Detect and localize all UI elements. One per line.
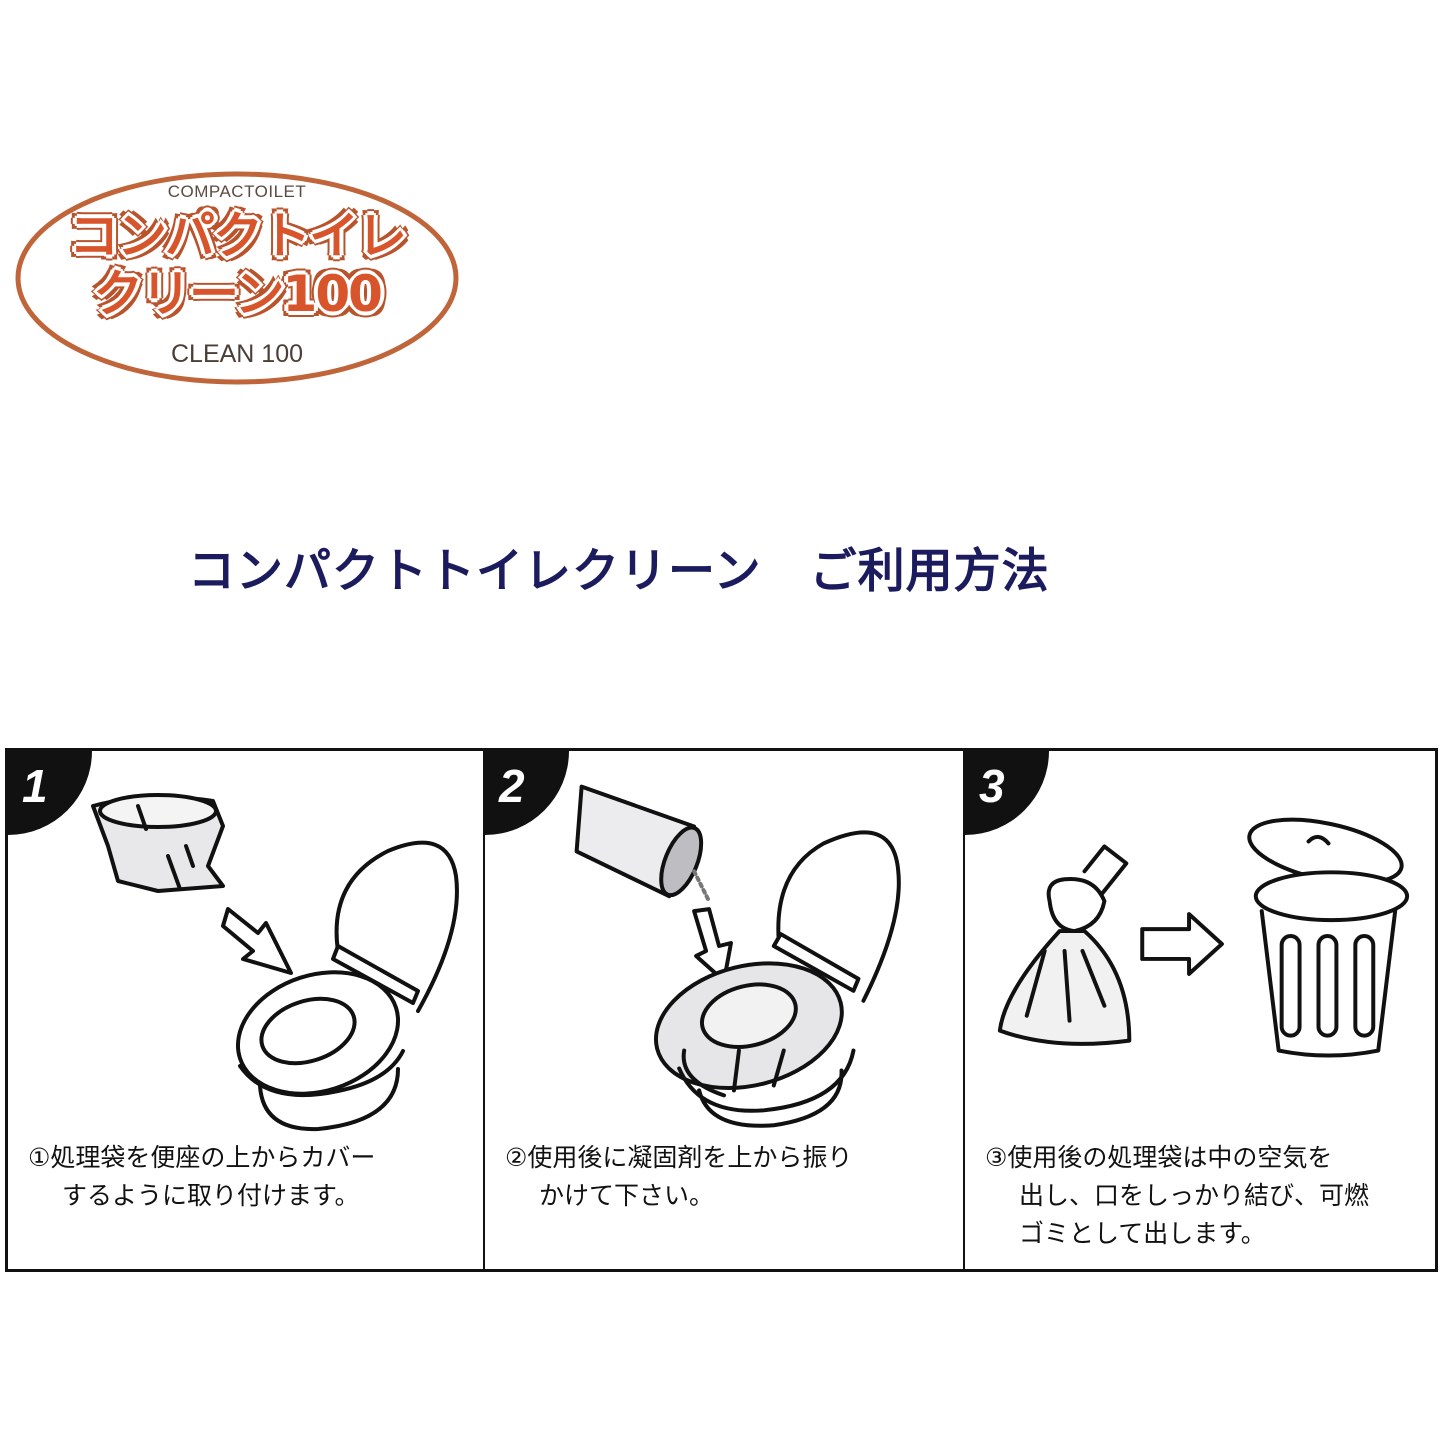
logo-english-bottom: CLEAN 100 bbox=[170, 340, 304, 368]
step-1-caption: ①処理袋を便座の上からカバー するように取り付けます。 bbox=[28, 1143, 376, 1210]
bag-over-toilet-illustration bbox=[8, 751, 483, 1141]
step-3: 3 ③使用後の処理袋は中の空気を 出し、口をしっかり結び、可燃 ゴミとして出しま… bbox=[963, 751, 1435, 1269]
trash-can-icon bbox=[1247, 817, 1410, 1058]
step-2-caption: ②使用後に凝固剤を上から振り かけて下さい。 bbox=[505, 1143, 853, 1210]
tied-bag-icon bbox=[997, 844, 1132, 1046]
toilet-icon bbox=[235, 840, 459, 1132]
coagulant-can-icon bbox=[574, 784, 712, 904]
bag-to-trash-illustration bbox=[965, 751, 1435, 1141]
usage-steps-panel: 1 ①処理袋を便座の上からカバー するように取り付けます。 bbox=[5, 748, 1438, 1272]
page-title: コンパクトトイレクリーン ご利用方法 bbox=[188, 544, 1050, 599]
step-1: 1 ①処理袋を便座の上からカバー するように取り付けます。 bbox=[8, 751, 483, 1269]
arrow-right-icon bbox=[1140, 912, 1224, 976]
logo-japanese-line1: コンパクトイレ bbox=[69, 207, 407, 265]
step-2: 2 ②使用後に凝固剤を上から振り かけて下さい。 bbox=[483, 751, 963, 1269]
toilet-with-bag-icon bbox=[653, 830, 901, 1128]
logo-japanese-line2: クリーン100 bbox=[93, 265, 383, 323]
sprinkle-coagulant-illustration bbox=[485, 751, 963, 1141]
arrow-down-icon bbox=[692, 907, 733, 983]
logo-english-top: COMPACTOILET bbox=[167, 182, 307, 201]
step-3-caption: ③使用後の処理袋は中の空気を 出し、口をしっかり結び、可燃 ゴミとして出します。 bbox=[985, 1143, 1370, 1248]
disposal-bag-icon bbox=[91, 793, 225, 893]
logo-oval-shape bbox=[15, 171, 459, 385]
product-logo: COMPACTOILET コンパクトイレ クリーン100 CLEAN 100 bbox=[14, 168, 460, 388]
arrow-down-right-icon bbox=[221, 907, 293, 975]
